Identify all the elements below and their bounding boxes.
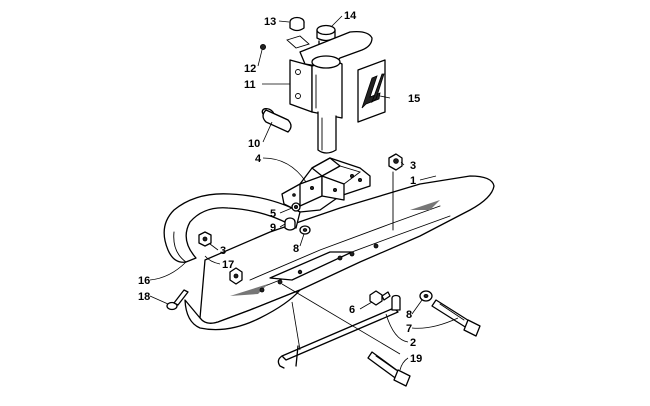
part-7-bolt bbox=[431, 299, 481, 337]
part-2-stud-guide bbox=[281, 283, 401, 355]
callout-3-top: 3 bbox=[410, 160, 416, 172]
callout-11: 11 bbox=[244, 79, 256, 91]
callout-5: 5 bbox=[270, 208, 276, 220]
callout-19: 19 bbox=[410, 353, 422, 365]
part-9-spacer bbox=[284, 217, 296, 231]
part-1-ski bbox=[184, 175, 495, 331]
part-13-cap bbox=[289, 16, 305, 32]
callout-18: 18 bbox=[138, 291, 150, 303]
part-8-washer-right bbox=[419, 290, 433, 302]
part-18-bolt bbox=[166, 289, 189, 311]
part-17-nut bbox=[229, 267, 243, 285]
callout-6: 6 bbox=[349, 304, 355, 316]
callout-4: 4 bbox=[255, 153, 262, 165]
part-13-washer bbox=[286, 35, 310, 49]
part-11-spindle-housing bbox=[289, 30, 373, 119]
callout-8-left: 8 bbox=[293, 243, 299, 255]
part-19-bolt bbox=[367, 351, 411, 387]
part-15-decal bbox=[357, 59, 386, 123]
part-2-wear-bar bbox=[277, 297, 399, 369]
leader-lines bbox=[149, 15, 459, 371]
callout-9: 9 bbox=[270, 222, 276, 234]
callout-1: 1 bbox=[410, 175, 416, 187]
part-6-bolt bbox=[369, 290, 391, 306]
callout-labels: 13 14 12 11 15 10 4 3 1 5 9 8 3 17 16 18… bbox=[138, 10, 422, 365]
callout-17: 17 bbox=[222, 259, 234, 271]
part-3-nut-top bbox=[388, 153, 403, 231]
part-5-nut bbox=[291, 202, 301, 212]
part-12-screw bbox=[259, 44, 266, 51]
callout-15: 15 bbox=[408, 93, 420, 105]
part-3-nut-left bbox=[198, 231, 212, 247]
callout-3-left: 3 bbox=[220, 245, 226, 257]
part-4-saddle bbox=[281, 157, 371, 213]
callout-2: 2 bbox=[410, 337, 416, 349]
part-16-ski-loop bbox=[163, 193, 301, 263]
callout-7: 7 bbox=[406, 323, 412, 335]
part-11-shaft bbox=[317, 111, 337, 154]
callout-12: 12 bbox=[244, 63, 256, 75]
part-10-bushing bbox=[261, 107, 292, 133]
part-8-washer-left bbox=[299, 225, 311, 235]
part-2-stud-right bbox=[391, 294, 401, 311]
callout-8-right: 8 bbox=[406, 309, 412, 321]
callout-10: 10 bbox=[248, 138, 260, 150]
callout-14: 14 bbox=[344, 10, 357, 22]
callout-16: 16 bbox=[138, 275, 150, 287]
callout-13: 13 bbox=[264, 16, 276, 28]
